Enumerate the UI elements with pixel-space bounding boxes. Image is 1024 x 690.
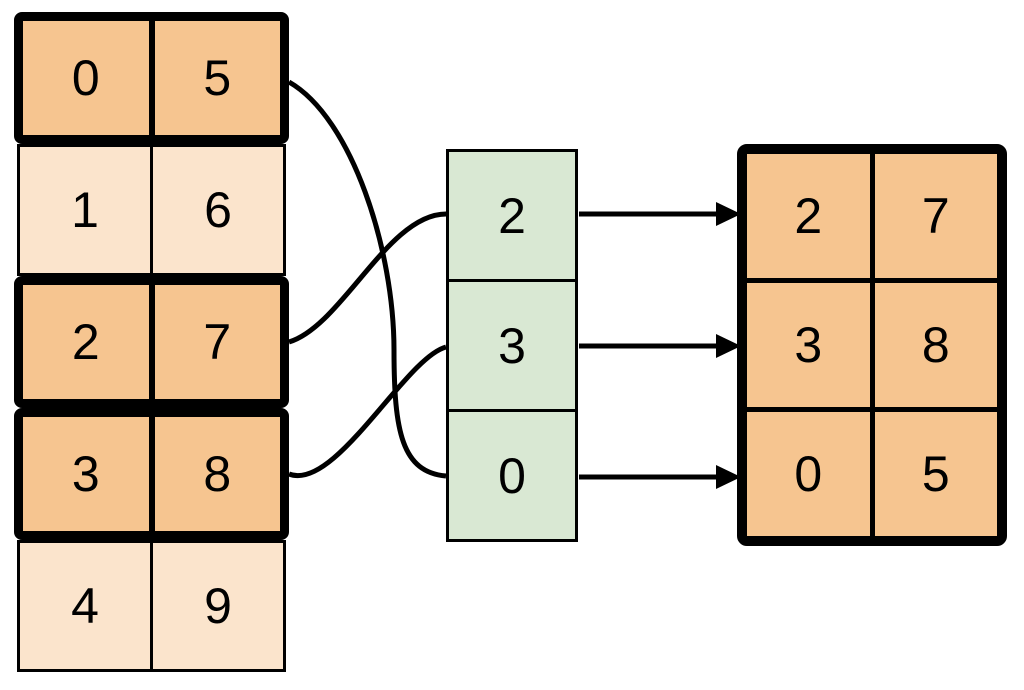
- arrow-index3-to-result-row1: [579, 334, 741, 358]
- curve-row2-to-index2: [288, 211, 447, 345]
- index-cell-1: 3: [446, 279, 578, 412]
- source-cell: 0: [23, 21, 155, 135]
- curve-row0-to-index0: [287, 79, 447, 479]
- source-row-4: 4 9: [17, 540, 286, 672]
- source-cell: 2: [23, 285, 155, 399]
- result-cell: 2: [747, 154, 870, 278]
- source-row-3: 3 8: [14, 408, 289, 540]
- result-cell: 5: [874, 412, 997, 536]
- arrow-index0-to-result-row2: [579, 465, 741, 489]
- source-cell: 3: [23, 417, 155, 531]
- result-cell: 0: [747, 412, 870, 536]
- source-cell: 5: [203, 50, 232, 106]
- index-column: 2 3 0: [446, 149, 578, 542]
- curve-row3-to-index3: [288, 344, 447, 479]
- source-cell: 4: [20, 543, 153, 669]
- index-cell-0: 2: [446, 149, 578, 282]
- source-row-2: 2 7: [14, 276, 289, 408]
- source-row-0: 0 5: [14, 12, 289, 144]
- source-table: 0 5 1 6 2 7 3 8 4 9: [14, 12, 289, 672]
- source-cell: 8: [203, 446, 232, 502]
- arrow-index2-to-result-row0: [579, 202, 741, 226]
- result-cell: 3: [747, 283, 870, 407]
- source-row-1: 1 6: [17, 144, 286, 276]
- source-cell: 9: [204, 578, 232, 634]
- source-cell: 1: [20, 147, 153, 273]
- source-cell: 7: [203, 314, 232, 370]
- result-table: 2 7 3 8 0 5: [737, 144, 1007, 546]
- source-cell: 6: [204, 182, 232, 238]
- index-cell-2: 0: [446, 409, 578, 542]
- result-cell: 8: [874, 283, 997, 407]
- result-cell: 7: [874, 154, 997, 278]
